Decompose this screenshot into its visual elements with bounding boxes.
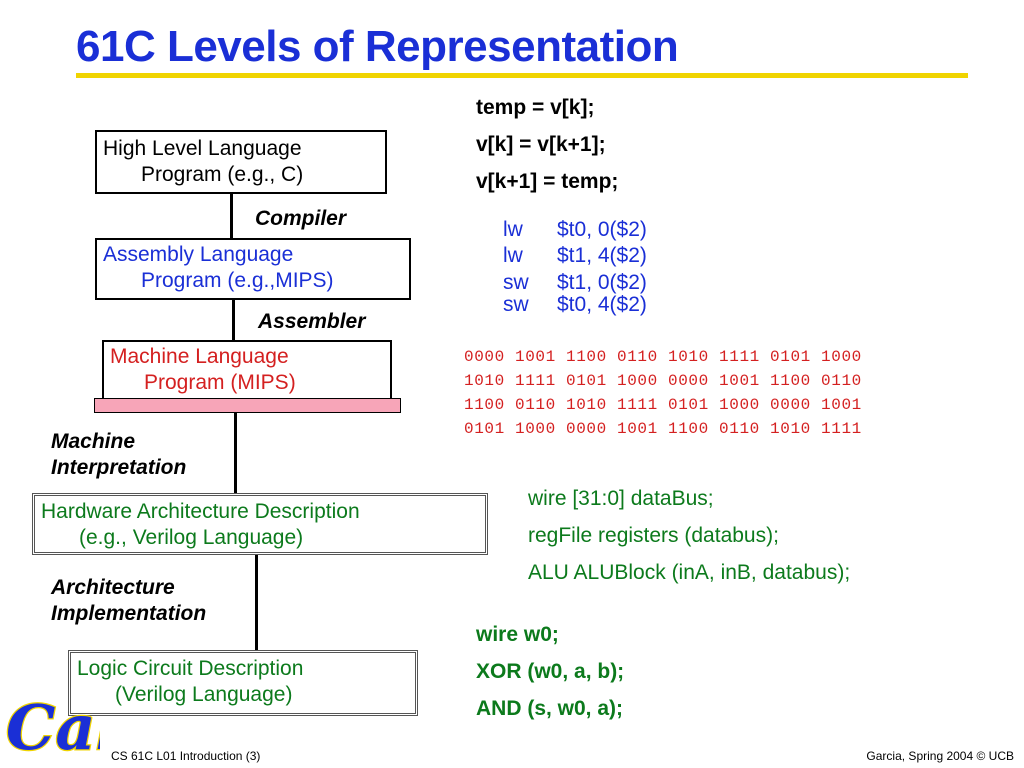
machine-code-line: 0101 1000 0000 1001 1100 0110 1010 1111 [464,420,862,438]
machine-bar [94,398,401,413]
machine-interp-line-2: Interpretation [51,456,187,479]
architecture-implementation-label: Architecture Implementation [51,575,206,627]
asm-code-line: lw $t1, 4($2) [503,244,647,268]
connector-hll-asm [230,194,233,238]
machine-code-line: 0000 1001 1100 0110 1010 1111 0101 1000 [464,348,862,366]
compiler-label: Compiler [255,207,347,230]
machine-interp-line-1: Machine [51,430,136,453]
footer-left: CS 61C L01 Introduction (3) [111,749,261,763]
hll-label-2: Program (e.g., C) [141,163,304,186]
arch-impl-line-2: Implementation [51,602,207,625]
machine-code-line: 1010 1111 0101 1000 0000 1001 1100 0110 [464,372,862,390]
machine-box: Machine Language Program (MIPS) [102,340,392,402]
verilog-logic-line: AND (s, w0, a); [476,697,624,720]
verilog-hw-line: wire [31:0] dataBus; [528,487,714,510]
connector-hw-logic [255,555,258,650]
hll-label-1: High Level Language [103,137,302,160]
cal-logo: Cal [4,683,121,766]
svg-text:Cal: Cal [6,691,100,761]
machine-interpretation-label: Machine Interpretation [51,429,186,481]
c-code-line: v[k] = v[k+1]; [476,133,606,156]
verilog-hw-line: regFile registers (databus); [528,524,779,547]
asm-label-1: Assembly Language [103,243,294,266]
asm-operands: $t0, 0($2) [557,218,647,241]
verilog-logic-line: XOR (w0, a, b); [476,660,625,683]
connector-asm-machine [232,300,235,342]
asm-code-line: sw $t1, 0($2) [503,271,647,295]
asm-operands: $t0, 4($2) [557,293,647,316]
title-underline [76,73,968,78]
machine-label-2: Program (MIPS) [144,371,296,394]
verilog-hw-line: ALU ALUBlock (inA, inB, databus); [528,561,851,584]
machine-label-1: Machine Language [110,345,289,368]
c-code-line: v[k+1] = temp; [476,170,619,193]
logic-label-2: (Verilog Language) [115,683,293,706]
asm-opcode: lw [503,218,523,241]
hardware-label-1: Hardware Architecture Description [41,500,360,523]
hardware-label-2: (e.g., Verilog Language) [79,526,304,549]
footer-right: Garcia, Spring 2004 © UCB [866,749,1014,763]
connector-machine-hw [234,413,237,493]
asm-code-line: sw $t0, 4($2) [503,293,647,317]
logic-label-1: Logic Circuit Description [77,657,304,680]
page-title: 61C Levels of Representation [76,22,679,71]
asm-operands: $t1, 4($2) [557,244,647,267]
asm-box: Assembly Language Program (e.g.,MIPS) [95,238,411,300]
logic-box: Logic Circuit Description (Verilog Langu… [68,650,418,716]
asm-opcode: sw [503,293,529,316]
cal-logo-graphic: Cal [5,690,121,766]
hardware-box: Hardware Architecture Description (e.g.,… [32,493,488,555]
c-code-line: temp = v[k]; [476,96,595,119]
asm-label-2: Program (e.g.,MIPS) [141,269,334,292]
hll-box: High Level Language Program (e.g., C) [95,130,387,194]
asm-opcode: lw [503,244,523,267]
asm-operands: $t1, 0($2) [557,271,647,294]
arch-impl-line-1: Architecture [51,576,175,599]
machine-code-line: 1100 0110 1010 1111 0101 1000 0000 1001 [464,396,862,414]
assembler-label: Assembler [258,310,366,333]
verilog-logic-line: wire w0; [476,623,559,646]
asm-opcode: sw [503,271,529,294]
machine-code-block: 0000 1001 1100 0110 1010 1111 0101 1000 … [464,345,862,441]
asm-code-line: lw $t0, 0($2) [503,218,647,242]
